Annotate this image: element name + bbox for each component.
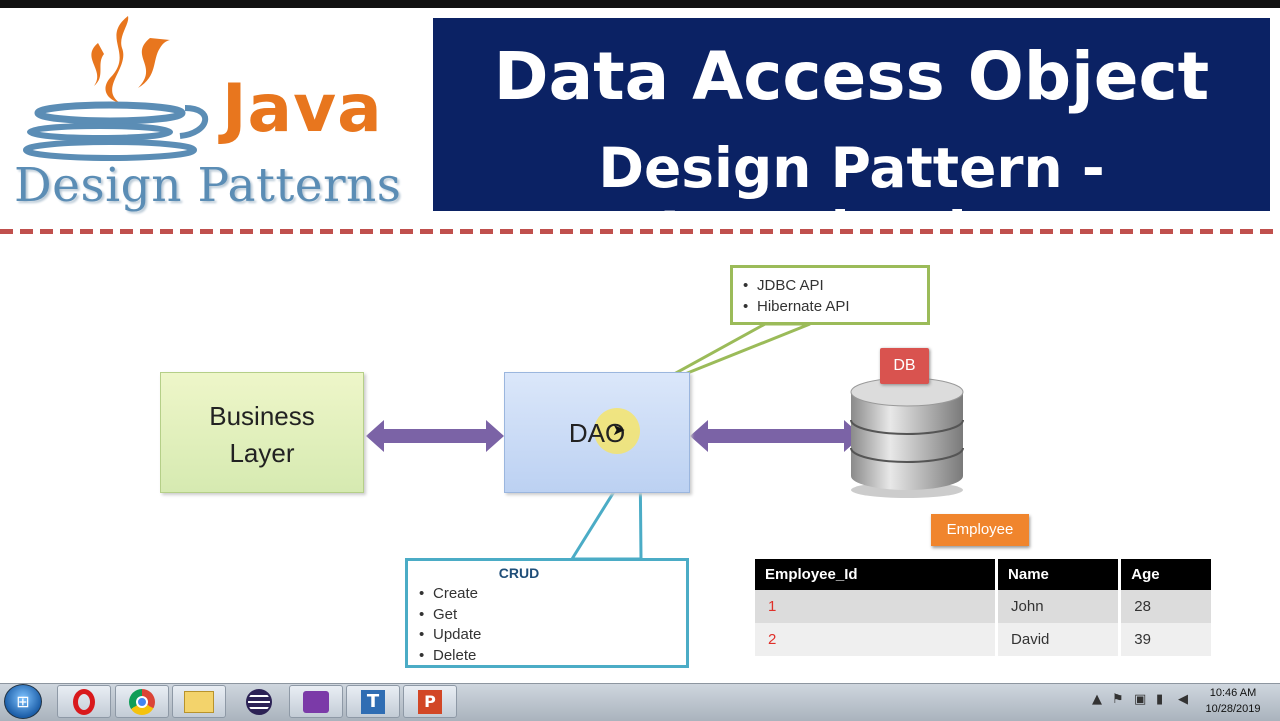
table-cell: 1 [755, 590, 996, 623]
crud-title: CRUD [498, 565, 540, 581]
cursor-highlight [594, 408, 640, 454]
dao-label: DAO [568, 418, 626, 448]
chrome-icon[interactable] [115, 685, 169, 718]
video-editor-icon[interactable] [289, 685, 343, 718]
crud-item: Delete [409, 646, 481, 667]
table-row: 1 John 28 [755, 590, 1211, 623]
powerpoint-icon[interactable]: P [403, 685, 457, 718]
mouse-pointer-icon: ➤ [612, 420, 626, 439]
column-header: Name [998, 559, 1119, 590]
show-hidden-icons-icon[interactable]: ▲ [1092, 692, 1102, 707]
top-border [0, 0, 1280, 8]
api-list: JDBC API Hibernate API [733, 275, 850, 317]
arrow-business-dao [366, 420, 504, 452]
column-header: Age [1121, 559, 1211, 590]
table-header-row: Employee_Id Name Age [755, 559, 1211, 590]
text-editor-icon[interactable]: T [346, 685, 400, 718]
api-item: JDBC API [733, 275, 850, 296]
crud-item: Update [409, 625, 481, 646]
volume-icon[interactable]: ◀ [1178, 692, 1188, 707]
table-cell: 28 [1121, 590, 1211, 623]
column-header: Employee_Id [755, 559, 996, 590]
title-line-1: Data Access Object [493, 38, 1210, 115]
employee-table: Employee_Id Name Age 1 John 28 2 David 3… [752, 559, 1214, 656]
opera-icon[interactable] [57, 685, 111, 718]
file-explorer-icon[interactable] [172, 685, 226, 718]
business-layer-box [160, 372, 364, 493]
table-cell: David [998, 623, 1119, 656]
table-cell: John [998, 590, 1119, 623]
action-center-icon[interactable]: ⚑ [1112, 692, 1124, 707]
table-row: 2 David 39 [755, 623, 1211, 656]
dashed-divider [0, 229, 1280, 234]
logo-subtitle: Design Patterns [14, 158, 402, 213]
clock-time[interactable]: 10:46 AM [1209, 687, 1257, 699]
crud-list: Create Get Update Delete [409, 584, 481, 666]
logo-java-text: Java [222, 70, 383, 147]
employee-table-label: Employee [931, 514, 1029, 546]
crud-item: Get [409, 605, 481, 626]
java-design-patterns-logo: Java Design Patterns [0, 8, 425, 223]
db-badge: DB [880, 348, 929, 384]
table-cell: 39 [1121, 623, 1211, 656]
eclipse-icon[interactable] [232, 685, 286, 718]
database-icon [850, 377, 964, 498]
start-orb-icon[interactable]: ⊞ [4, 684, 42, 719]
title-banner [433, 18, 1270, 211]
device-icon[interactable]: ▣ [1134, 692, 1147, 707]
network-icon[interactable]: ▮ [1156, 692, 1164, 707]
table-cell: 2 [755, 623, 996, 656]
api-item: Hibernate API [733, 296, 850, 317]
crud-item: Create [409, 584, 481, 605]
clock-date[interactable]: 10/28/2019 [1205, 703, 1261, 715]
arrow-dao-db [690, 420, 862, 452]
java-cup-icon [23, 16, 208, 161]
